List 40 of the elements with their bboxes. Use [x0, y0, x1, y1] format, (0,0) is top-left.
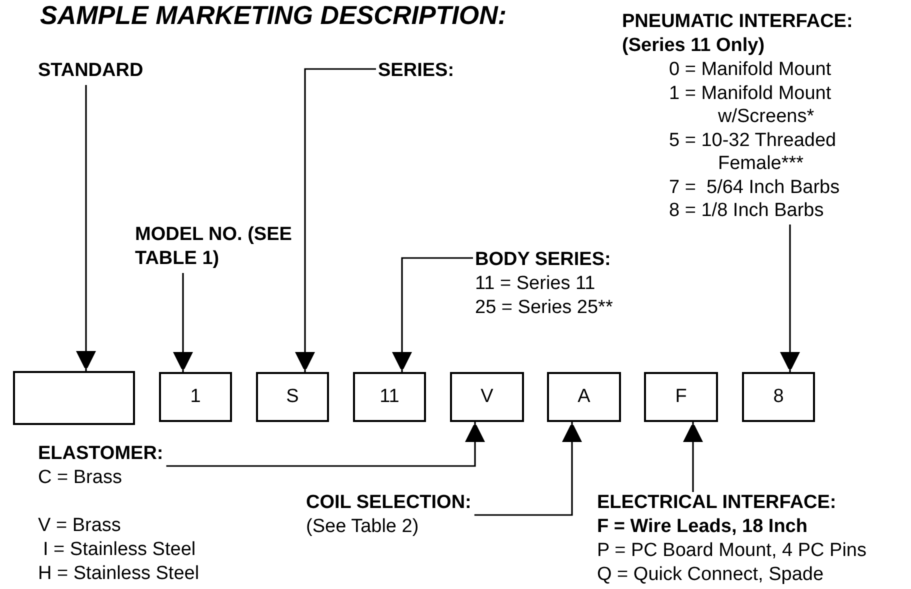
- arrow: [166, 422, 485, 467]
- code-box: S: [256, 372, 329, 422]
- arrow: [474, 422, 582, 516]
- field-heading: ELECTRICAL INTERFACE:: [597, 491, 836, 515]
- field-label: MODEL NO. (SEE TABLE 1): [135, 223, 305, 271]
- field-heading: COIL SELECTION:: [306, 491, 472, 515]
- option-text: H = Stainless Steel: [38, 562, 200, 586]
- code-box: 1: [159, 372, 232, 422]
- option-text: (See Table 2): [306, 515, 419, 539]
- field-heading: BODY SERIES:: [475, 248, 611, 272]
- code-box: 11: [353, 372, 426, 422]
- option-text: 8 = 1/8 Inch Barbs: [669, 199, 825, 222]
- option-text: 5 = 10-32 Threaded Female***: [669, 128, 838, 176]
- field-heading: PNEUMATIC INTERFACE: (Series 11 Only): [622, 10, 854, 58]
- arrow: [173, 273, 193, 372]
- option-text: Q = Quick Connect, Spade: [597, 563, 824, 587]
- code-box: F: [644, 372, 718, 422]
- option-text: V = Brass: [38, 514, 121, 538]
- option-text: 11 = Series 11: [475, 272, 596, 296]
- code-box: A: [547, 372, 621, 422]
- option-text: F = Wire Leads, 18 Inch: [597, 515, 808, 539]
- field-heading: ELASTOMER:: [38, 442, 164, 466]
- arrow: [76, 85, 96, 371]
- option-text: 1 = Manifold Mount w/Screens*: [669, 82, 832, 128]
- option-text: 0 = Manifold Mount: [669, 58, 832, 82]
- field-label: SERIES:: [378, 59, 454, 83]
- code-box: 8: [742, 372, 815, 422]
- diagram-title: SAMPLE MARKETING DESCRIPTION:: [40, 0, 507, 30]
- arrow: [295, 68, 376, 372]
- code-box: V: [450, 372, 524, 422]
- arrow: [392, 257, 473, 372]
- option-text: I = Stainless Steel: [42, 538, 196, 562]
- option-text: C = Brass: [38, 466, 122, 490]
- arrow: [780, 224, 800, 372]
- field-label: STANDARD: [38, 59, 144, 83]
- arrow: [683, 422, 703, 492]
- option-text: P = PC Board Mount, 4 PC Pins: [597, 539, 866, 563]
- blank-code-box: [13, 371, 135, 425]
- option-text: 7 = 5/64 Inch Barbs: [669, 176, 841, 199]
- option-text: 25 = Series 25**: [475, 296, 613, 320]
